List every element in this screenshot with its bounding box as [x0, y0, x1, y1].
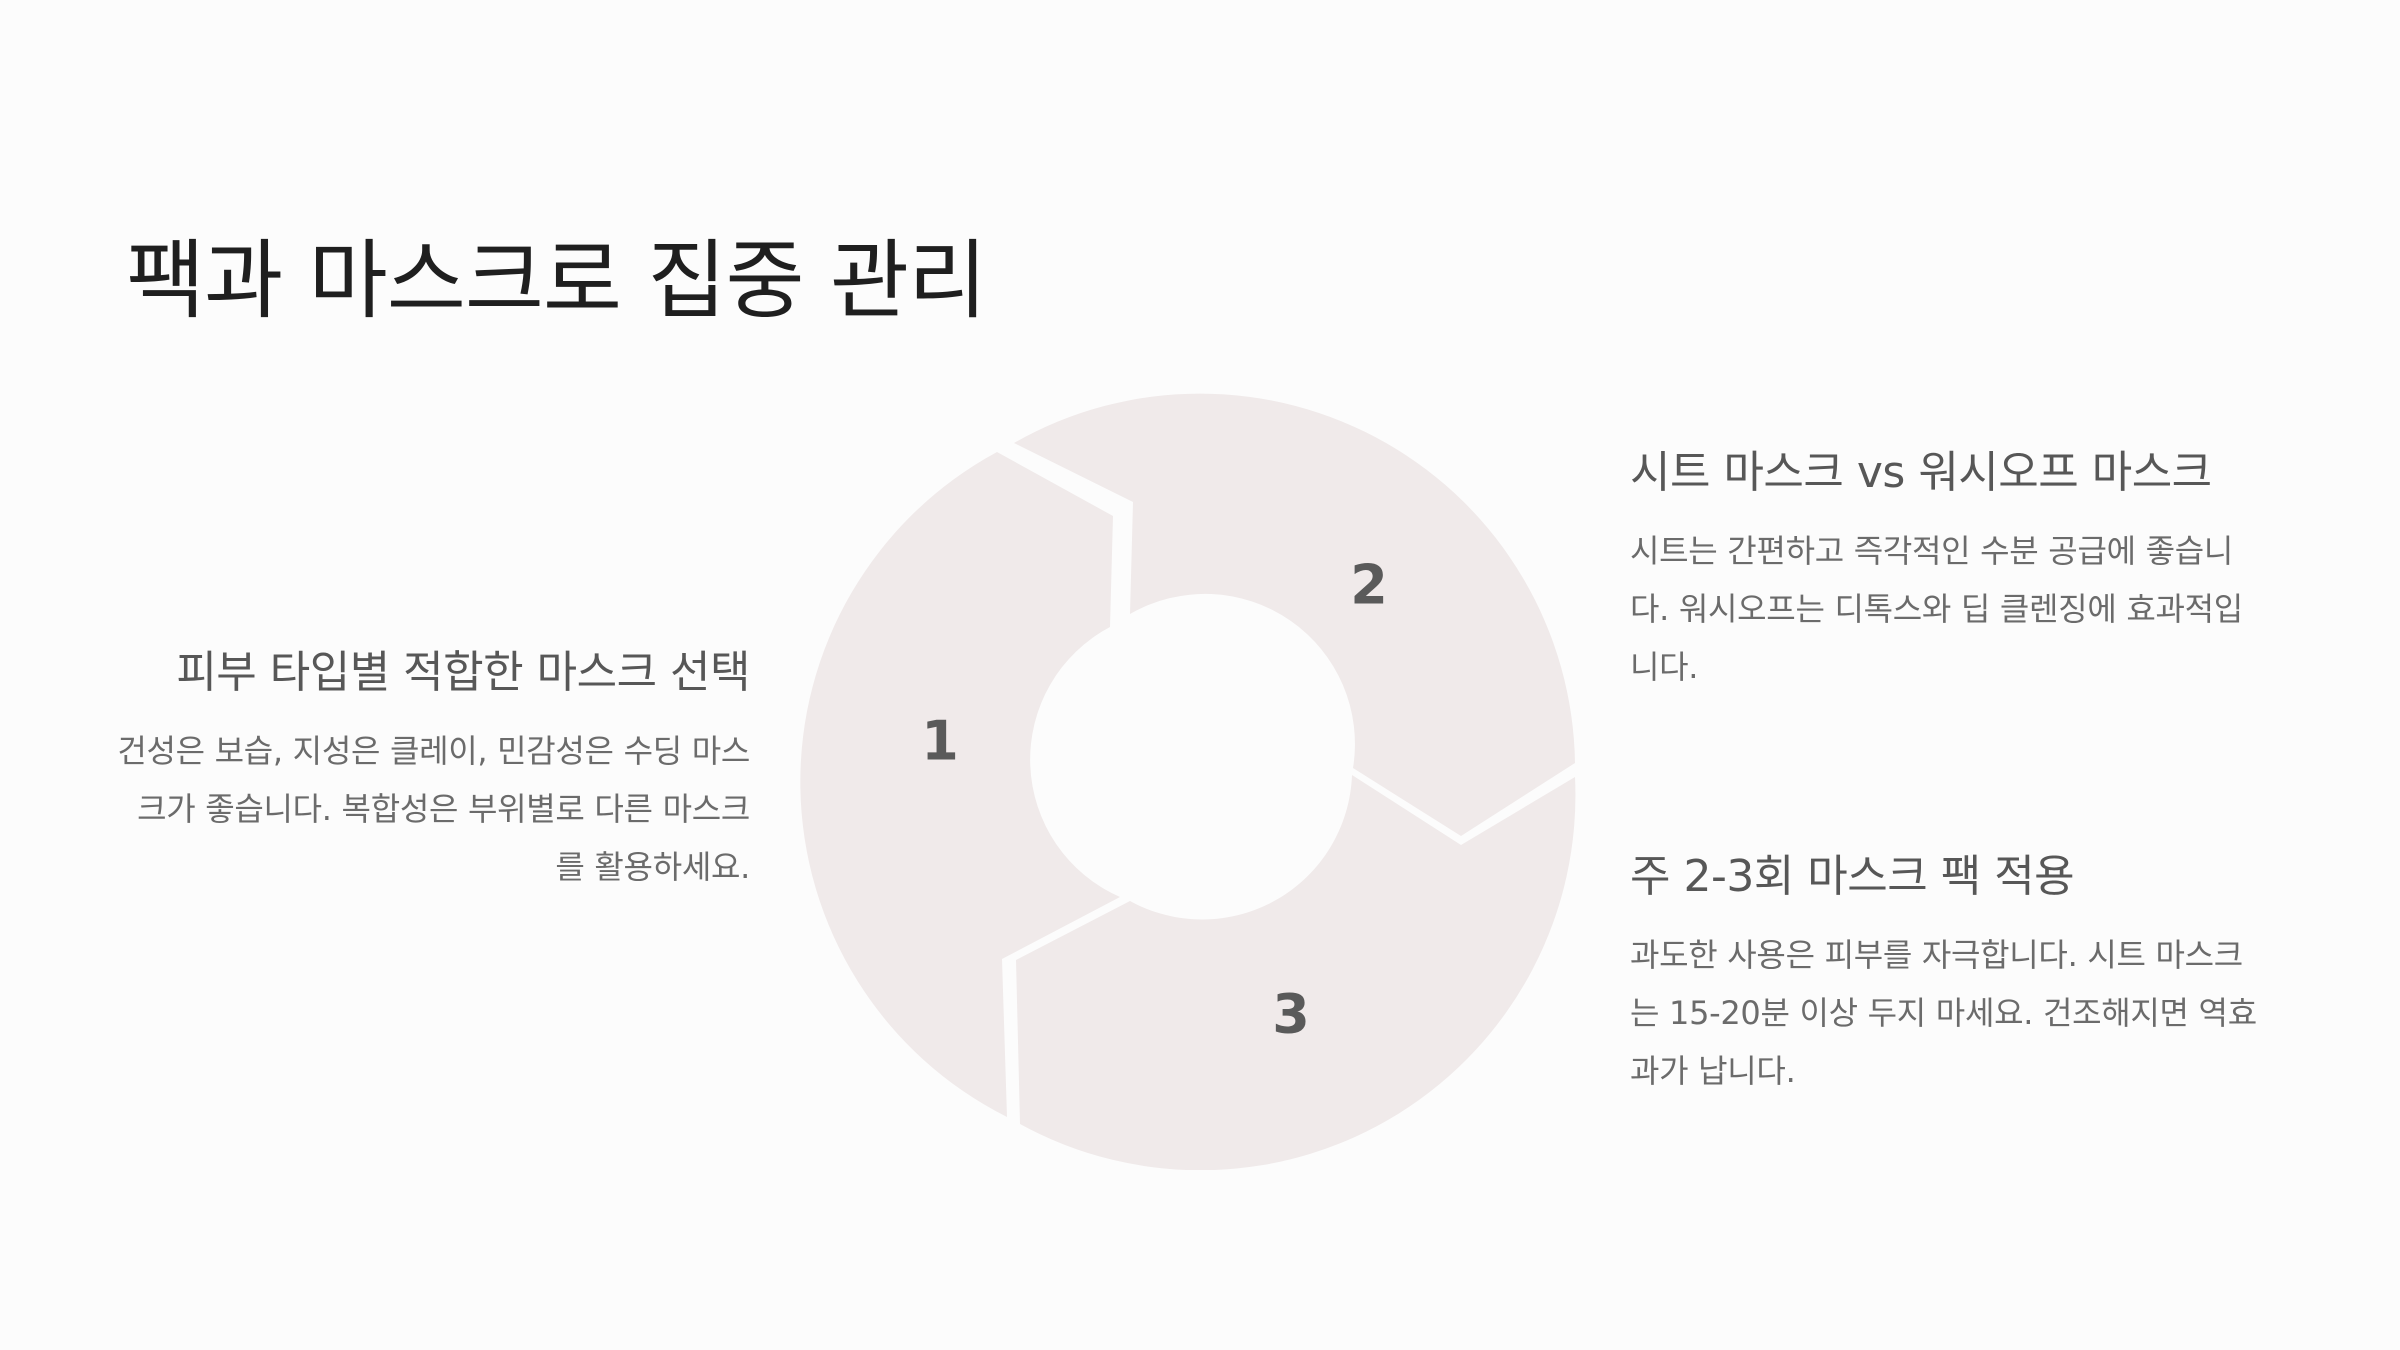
cycle-segment-3: [1016, 775, 1576, 1170]
item-skin-type: 피부 타입별 적합한 마스크 선택 건성은 보습, 지성은 클레이, 민감성은 …: [110, 636, 750, 896]
item-body: 시트는 간편하고 즉각적인 수분 공급에 좋습니다. 워시오프는 디톡스와 딥 …: [1630, 532, 2243, 686]
cycle-number-1: 1: [921, 710, 959, 773]
item-frequency: 주 2-3회 마스크 팩 적용 과도한 사용은 피부를 자극합니다. 시트 마스…: [1630, 840, 2270, 1100]
cycle-diagram: 1 2 3: [800, 370, 1600, 1170]
item-body: 건성은 보습, 지성은 클레이, 민감성은 수딩 마스크가 좋습니다. 복합성은…: [117, 732, 750, 886]
item-heading: 피부 타입별 적합한 마스크 선택: [176, 647, 750, 698]
cycle-number-2: 2: [1350, 554, 1388, 617]
cycle-segment-1: [800, 452, 1120, 1117]
item-heading: 시트 마스크 vs 워시오프 마스크: [1630, 447, 2212, 498]
item-mask-types: 시트 마스크 vs 워시오프 마스크 시트는 간편하고 즉각적인 수분 공급에 …: [1630, 436, 2270, 696]
cycle-number-3: 3: [1272, 983, 1310, 1046]
cycle-segment-2: [1014, 393, 1575, 836]
item-heading: 주 2-3회 마스크 팩 적용: [1630, 851, 2075, 902]
item-body: 과도한 사용은 피부를 자극합니다. 시트 마스크는 15-20분 이상 두지 …: [1630, 936, 2257, 1090]
slide-title: 팩과 마스크로 집중 관리: [126, 231, 987, 331]
